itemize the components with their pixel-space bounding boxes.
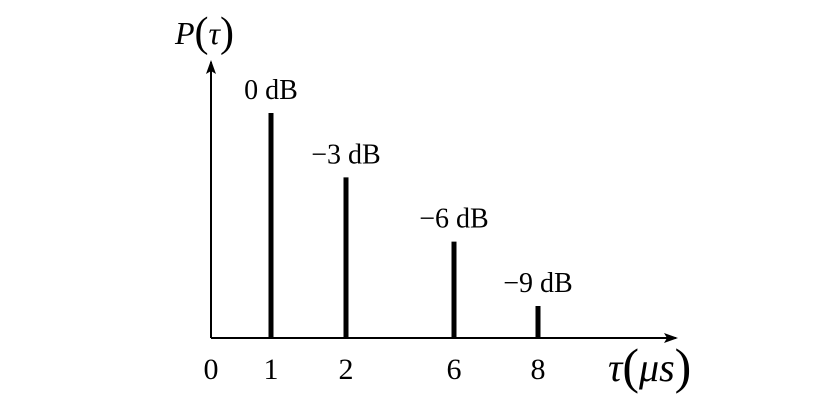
y-axis-label-tau: τ [209, 15, 222, 51]
x-tick-label: 2 [339, 353, 354, 386]
x-axis-label-tau: τ [608, 345, 624, 390]
x-tick-labels: 0 1 2 6 8 [204, 353, 546, 386]
x-tick-label: 0 [204, 353, 219, 386]
x-tick-label: 8 [531, 353, 546, 386]
data-label: −6 dB [419, 204, 488, 235]
x-axis-label-paren-open: ( [622, 338, 639, 394]
y-axis-label: P(τ) [174, 10, 234, 56]
impulse-bars [268, 113, 541, 338]
x-axis-label-paren-close: ) [675, 338, 692, 394]
data-label: −9 dB [503, 268, 572, 299]
data-label: −3 dB [311, 139, 380, 170]
x-axis-label: τ(μs) [608, 338, 691, 394]
data-label: 0 dB [244, 75, 298, 106]
y-axis-label-paren-open: ( [195, 10, 209, 56]
x-axis-label-unit: μs [638, 345, 675, 390]
x-tick-label: 6 [447, 353, 462, 386]
data-labels: 0 dB −3 dB −6 dB −9 dB [244, 75, 573, 299]
x-tick-label: 1 [264, 353, 279, 386]
y-axis-label-p: P [174, 15, 195, 51]
y-axis-label-paren-close: ) [220, 10, 234, 56]
